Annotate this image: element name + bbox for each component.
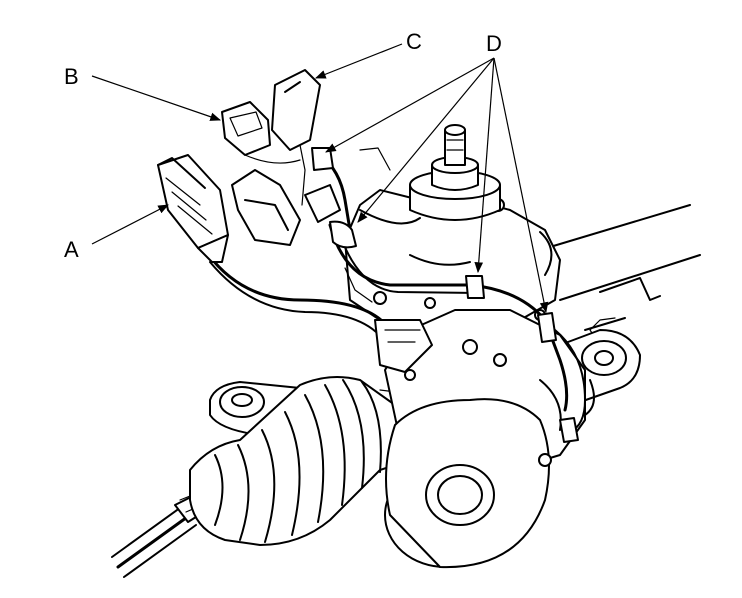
harness-clips <box>311 147 579 443</box>
callout-leaders <box>91 43 549 314</box>
callout-c-label: C <box>406 29 422 54</box>
harness-clip-3 <box>465 275 485 299</box>
harness-clip-1 <box>311 147 334 171</box>
pinion-shaft <box>409 124 501 221</box>
harness-bracket <box>304 147 391 223</box>
wiring-harness <box>203 144 586 433</box>
callout-d-label: D <box>486 31 502 56</box>
bracket-c <box>231 69 321 246</box>
callout-a-label: A <box>64 237 79 262</box>
electric-motor <box>384 309 586 569</box>
harness-clip-4 <box>537 312 557 343</box>
connector-a <box>157 154 229 263</box>
connector-b <box>221 101 301 164</box>
callout-b-label: B <box>64 64 79 89</box>
harness-clip-2 <box>329 220 357 249</box>
motor-connector <box>374 319 433 373</box>
steering-rack-tube <box>539 204 701 346</box>
bellows-boot <box>189 375 421 546</box>
